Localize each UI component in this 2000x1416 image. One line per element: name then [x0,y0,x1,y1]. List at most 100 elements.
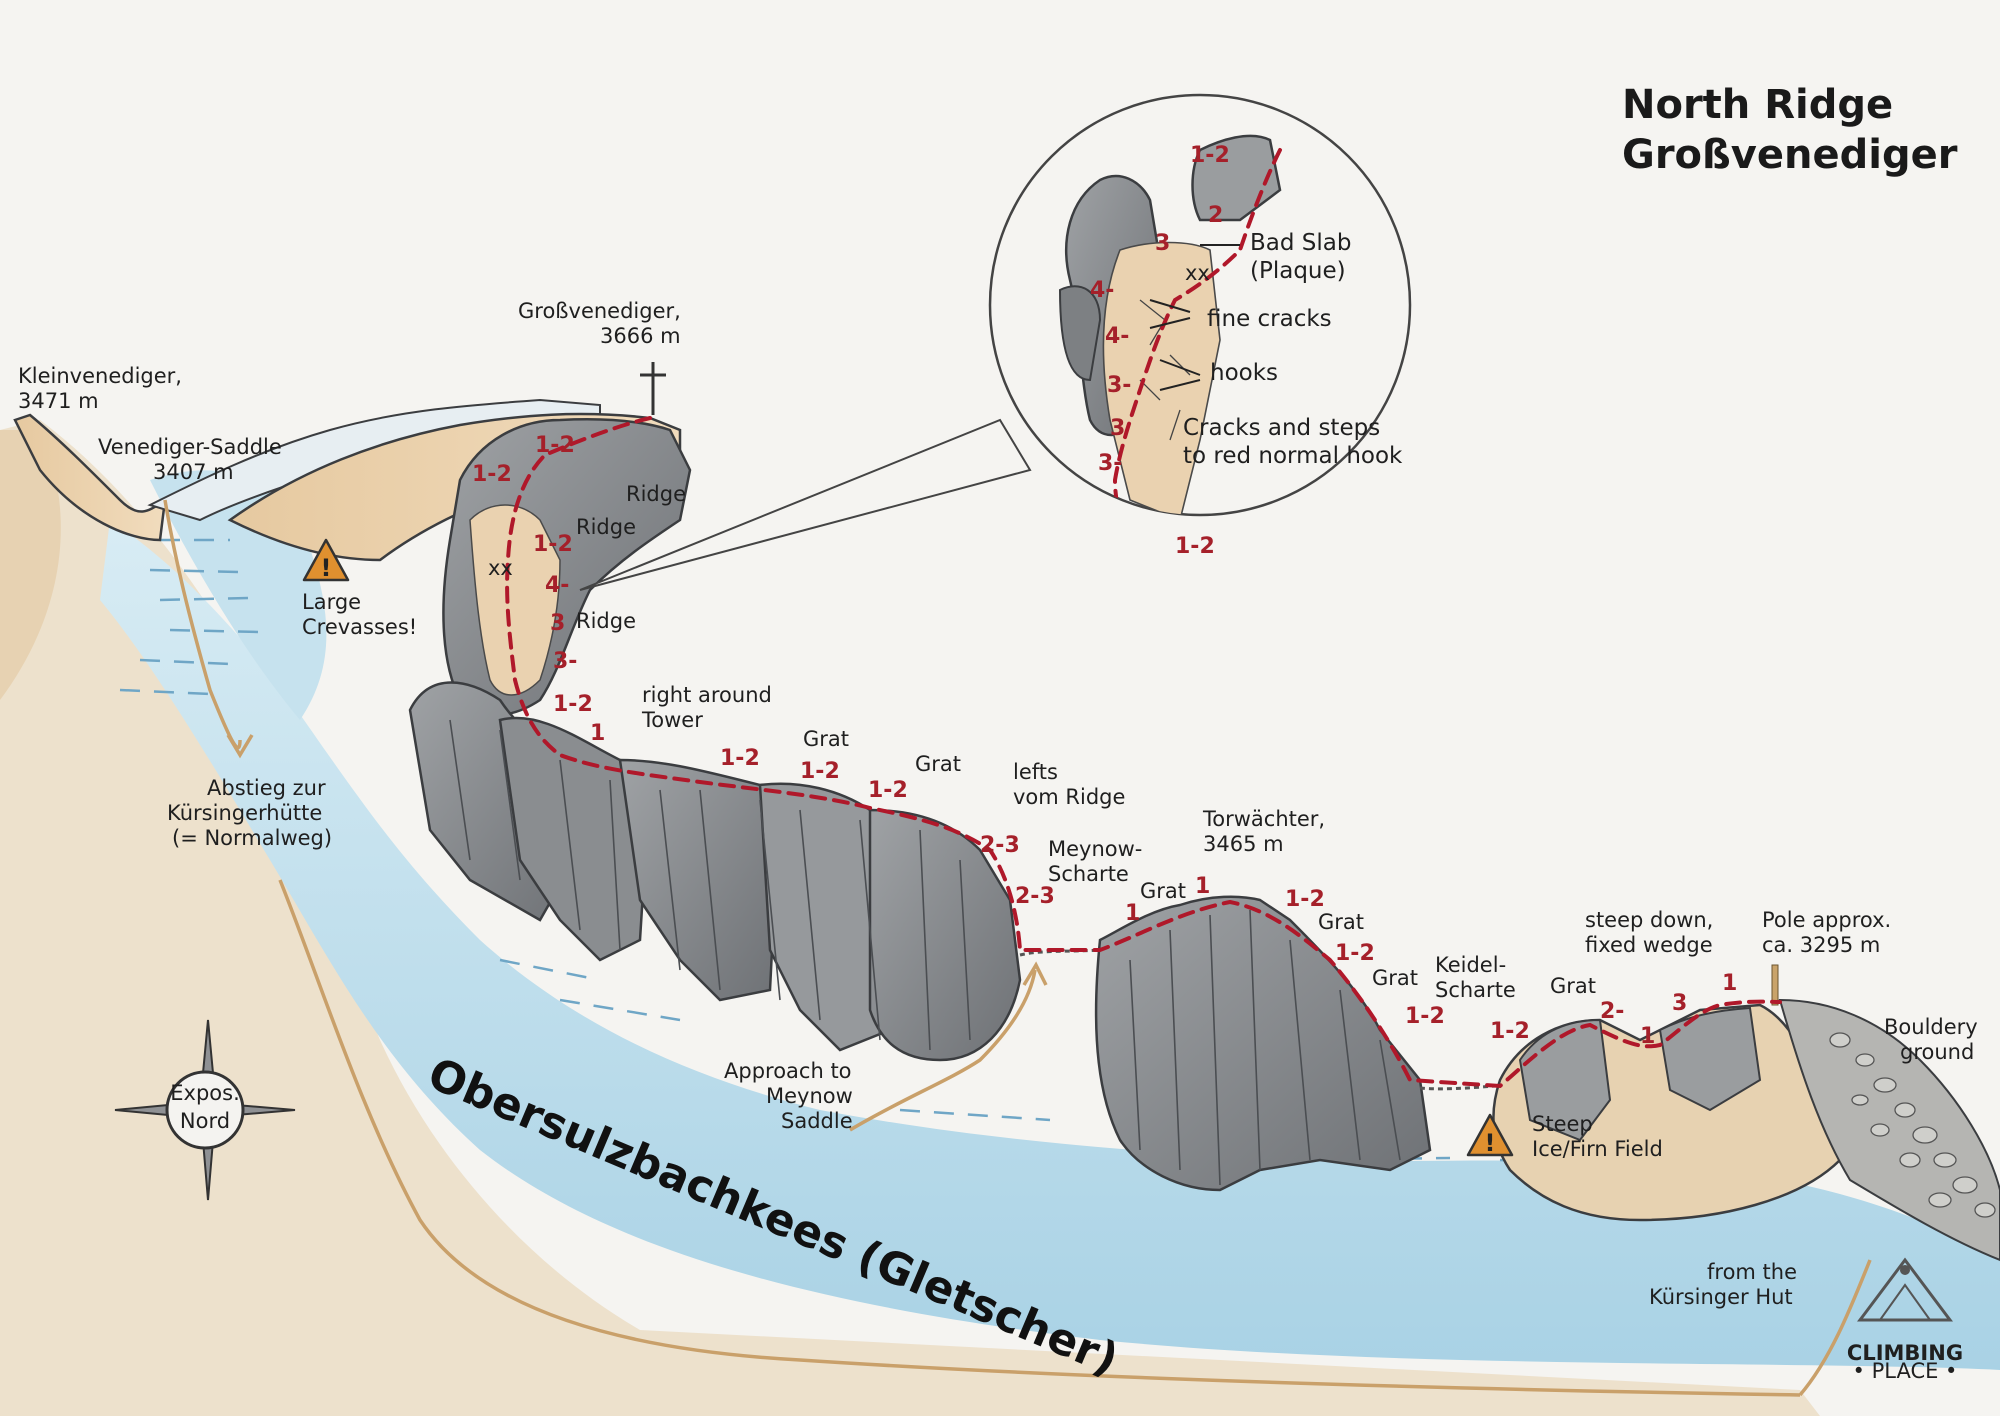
compass-label: Expos. [170,1081,240,1105]
ridge-tower-5 [868,808,1022,1062]
inset-grade: 3- [1098,451,1122,476]
final-tower-rocks [1518,1006,1762,1142]
moraine-wash-left [0,430,61,700]
compass-icon [114,1019,296,1201]
route-grade: 2-3 [980,833,1020,858]
bad-slab-label: (Plaque) [1250,258,1346,284]
steep-down-label: steep down, [1585,908,1713,932]
torwaechter-cracks [1129,909,1401,1186]
descent-label: Kürsingerhütte [167,801,322,825]
warning-icon: ! [1466,1113,1514,1157]
moraine-wash [0,420,1820,1416]
kleinvenediger-altitude: 3471 m [18,389,99,413]
route-grade: 1-2 [720,746,760,771]
route-grade: 1-2 [868,778,908,803]
route-grade: 1-2 [533,532,573,557]
grat-label: Grat [803,727,849,751]
descent-label: Abstieg zur [207,776,326,800]
steep-down-label: fixed wedge [1585,933,1713,957]
route-grade: 3 [550,611,565,636]
pole-label: Pole approx. [1762,908,1891,932]
ridge-tower-2 [498,716,652,962]
route-grade: 1 [1722,971,1737,996]
ridge-tower-3 [618,758,782,1002]
ridge-tower-4 [758,782,902,1052]
route-grade: 1 [1125,901,1140,926]
around-tower-label: right around [642,683,772,707]
inset-grade: 3 [1155,231,1170,256]
steep-ice-label: Steep [1532,1112,1593,1136]
ridge-label: Ridge [626,482,686,506]
cracks-steps-label: Cracks and steps [1183,415,1380,441]
summit-altitude: 3666 m [600,324,681,348]
keidel-label: Keidel- [1435,953,1506,977]
bouldery-label: ground [1900,1040,1974,1064]
normal-trail [278,879,1801,1397]
saddle-altitude: 3407 m [153,460,234,484]
ridge-label: Ridge [576,609,636,633]
kleinvenediger-label: Kleinvenediger, [18,364,182,388]
lefts-label: vom Ridge [1013,785,1125,809]
summit-slab [469,504,561,696]
descent-arrow-icon [226,734,254,759]
compass-label: Nord [180,1109,230,1133]
svg-text:!: ! [1485,1129,1496,1157]
route-grade: 3- [553,649,577,674]
climbing-place-logo [1857,1257,1953,1322]
from-hut-label: from the [1707,1260,1797,1284]
hooks-label: hooks [1210,360,1278,386]
grat-label: Grat [1550,974,1596,998]
around-tower-label: Tower [641,708,703,732]
route-grade: 2-3 [1015,884,1055,909]
warning-icon: ! [302,538,350,582]
route-anchor-mark: xx [488,556,513,580]
cracks-steps-label: to red normal hook [1183,443,1403,469]
logo-subtext: • PLACE • [1853,1359,1958,1383]
inset-grade: 3 [1110,416,1125,441]
ridge-label: Ridge [576,515,636,539]
svg-text:!: ! [321,554,332,582]
logo-text: CLIMBING [1847,1341,1963,1365]
glacier [100,520,2000,1370]
torwaechter-label: Torwächter, [1202,807,1325,831]
route-grade: 1-2 [1285,887,1325,912]
route-grade: 1-2 [1405,1004,1445,1029]
from-hut-label: Kürsinger Hut [1649,1285,1793,1309]
fine-cracks-label: fine cracks [1207,306,1332,332]
inset-grade: 1-2 [1175,534,1215,559]
inset-grade: 3- [1107,373,1131,398]
approach-label: Approach to [724,1059,852,1083]
inset-content [1058,134,1282,515]
route-grade: 1 [1640,1024,1655,1049]
grat-label: Grat [1140,879,1186,903]
route-grade: 1-2 [1335,941,1375,966]
approach-label: Saddle [781,1109,853,1133]
grat-label: Grat [1372,966,1418,990]
fixed-chain-keidel [1419,1084,1496,1091]
lefts-label: lefts [1013,760,1058,784]
torwaechter-tower [1094,895,1432,1192]
hooks-pointer [1159,359,1201,391]
inset-grade: 1-2 [1190,143,1230,168]
steep-ice-label: Ice/Firn Field [1532,1137,1663,1161]
summit-cross-icon [640,362,666,415]
map-title: North Ridge [1622,82,1893,128]
inset-grade: 4- [1105,324,1129,349]
crevasses-label: Crevasses! [302,615,417,639]
inset-grade: 2 [1208,203,1223,228]
route-grade: 1-2 [800,759,840,784]
meynow-label: Meynow- [1048,837,1142,861]
inset-grade: 4- [1090,278,1114,303]
bouldery-label: Bouldery [1884,1015,1978,1039]
map-title: Großvenediger [1622,132,1958,178]
pole-altitude: ca. 3295 m [1762,933,1880,957]
route-grade: 1-2 [553,692,593,717]
crevasses-label: Large [302,590,361,614]
route-grade: 1 [1195,874,1210,899]
inset-route [1112,148,1282,515]
hut-trail [1798,1259,1872,1397]
descent-label: (= Normalweg) [172,826,332,850]
approach-label: Meynow [766,1084,853,1108]
ridge-crack-lines [449,719,971,1051]
